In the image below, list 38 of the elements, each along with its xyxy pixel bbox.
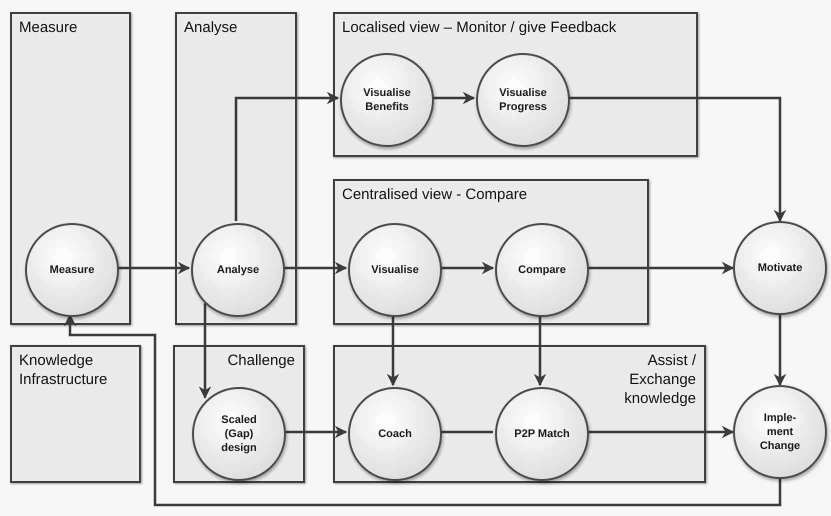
group-panel bbox=[10, 345, 141, 483]
arrow bbox=[283, 262, 348, 274]
node-label: P2P Match bbox=[513, 427, 571, 441]
arrow bbox=[774, 315, 786, 386]
arrow bbox=[386, 315, 400, 386]
group-panel bbox=[175, 12, 297, 325]
panel-heading: Knowledge Infrastructure bbox=[19, 351, 108, 389]
node-label: Analyse bbox=[216, 263, 260, 277]
arrow bbox=[284, 426, 348, 438]
group-panel bbox=[173, 345, 305, 483]
arrow bbox=[198, 303, 212, 399]
node-label: Visualise Benefits bbox=[362, 86, 412, 114]
panel-heading: Measure bbox=[19, 18, 78, 37]
node-label: Motivate bbox=[756, 261, 804, 275]
arrow bbox=[432, 92, 476, 104]
node-label: Coach bbox=[377, 427, 413, 441]
panel-heading: Localised view – Monitor / give Feedback bbox=[342, 18, 616, 37]
arrow bbox=[117, 262, 190, 274]
arrow bbox=[587, 426, 734, 438]
node-label: Imple- ment Change bbox=[758, 411, 802, 453]
panel-heading: Centralised view - Compare bbox=[342, 185, 528, 204]
group-panel bbox=[10, 12, 131, 325]
node-label: Visualise Progress bbox=[498, 86, 548, 114]
arrow bbox=[568, 96, 786, 222]
panel-heading: Analyse bbox=[184, 18, 238, 37]
group-panel bbox=[333, 179, 649, 325]
arrow bbox=[587, 262, 734, 274]
group-panel bbox=[333, 12, 698, 157]
node-label: Visualise bbox=[370, 263, 420, 277]
node-label: Compare bbox=[517, 263, 567, 277]
node-label: Measure bbox=[48, 263, 96, 277]
arrow bbox=[534, 315, 546, 386]
panel-heading: Challenge bbox=[227, 351, 295, 370]
arrow bbox=[234, 92, 340, 221]
group-panel bbox=[333, 345, 706, 483]
node-label: Scaled (Gap) design bbox=[220, 413, 258, 455]
panel-heading: Assist / Exchange knowledge bbox=[623, 351, 696, 408]
arrow bbox=[440, 262, 494, 274]
